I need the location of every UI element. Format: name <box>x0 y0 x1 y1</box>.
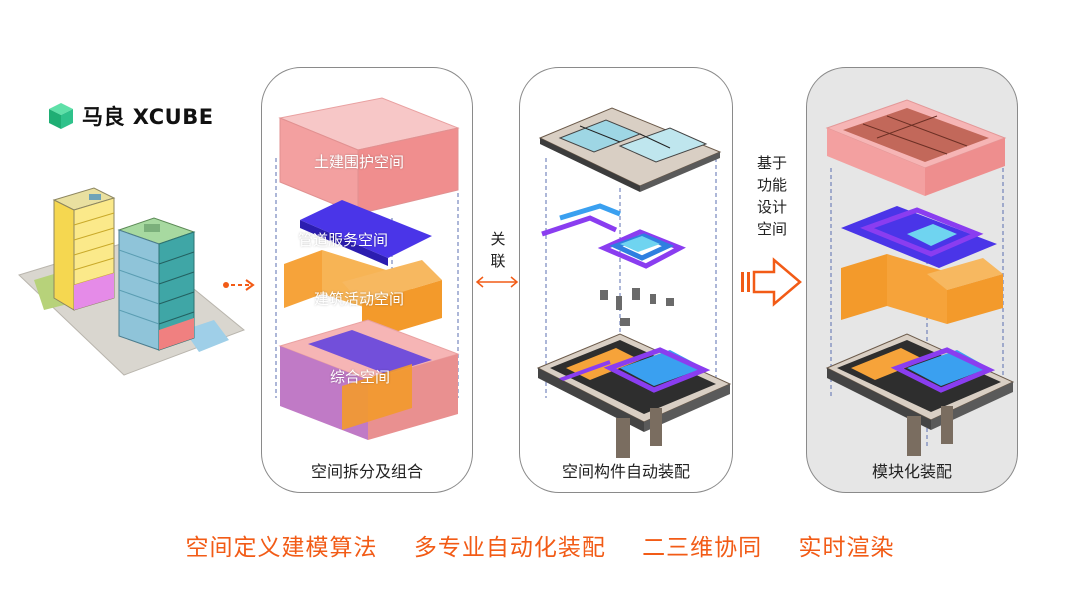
double-arrow-icon <box>475 276 519 288</box>
relate-label: 关 联 <box>486 228 510 272</box>
cube-logo-icon <box>49 103 73 129</box>
logo-text: 马良 XCUBE <box>82 105 214 129</box>
panel-space-split: 土建围护空间 管道服务空间 建筑活动空间 综合空间 空间拆分及组合 <box>261 67 473 493</box>
brand-logo: 马良 XCUBE <box>48 101 214 131</box>
layer-label-envelope: 土建围护空间 <box>314 153 405 171</box>
relate-char-1: 关 <box>490 230 506 248</box>
function-line-3: 设计 <box>756 198 787 216</box>
layer-label-service: 管道服务空间 <box>298 231 389 249</box>
assembly-diagram <box>536 107 732 458</box>
function-line-1: 基于 <box>756 154 787 172</box>
relate-char-2: 联 <box>490 252 506 270</box>
tagline-item: 空间定义建模算法 <box>185 535 378 561</box>
panel-caption: 空间构件自动装配 <box>561 462 690 481</box>
building-illustration <box>18 187 245 376</box>
feature-taglines: 空间定义建模算法 多专业自动化装配 二三维协同 实时渲染 <box>0 528 1080 562</box>
modular-diagram <box>825 99 1015 456</box>
function-based-label: 基于 功能 设计 空间 <box>748 152 796 240</box>
space-layers-diagram <box>275 97 460 440</box>
panel-component-assembly: 空间构件自动装配 <box>519 67 733 493</box>
function-line-2: 功能 <box>756 176 787 194</box>
tagline-item: 实时渲染 <box>798 535 895 561</box>
function-line-4: 空间 <box>756 220 787 238</box>
tagline-item: 多专业自动化装配 <box>413 535 606 561</box>
panel-caption: 模块化装配 <box>871 462 952 481</box>
layer-label-combined: 综合空间 <box>330 368 391 386</box>
panel-caption: 空间拆分及组合 <box>310 462 423 481</box>
panel-modular-assembly: 模块化装配 <box>806 67 1018 493</box>
block-arrow-icon <box>741 257 802 307</box>
layer-label-activity: 建筑活动空间 <box>314 290 405 308</box>
dashed-arrow-icon <box>223 279 255 291</box>
tagline-item: 二三维协同 <box>642 535 763 561</box>
